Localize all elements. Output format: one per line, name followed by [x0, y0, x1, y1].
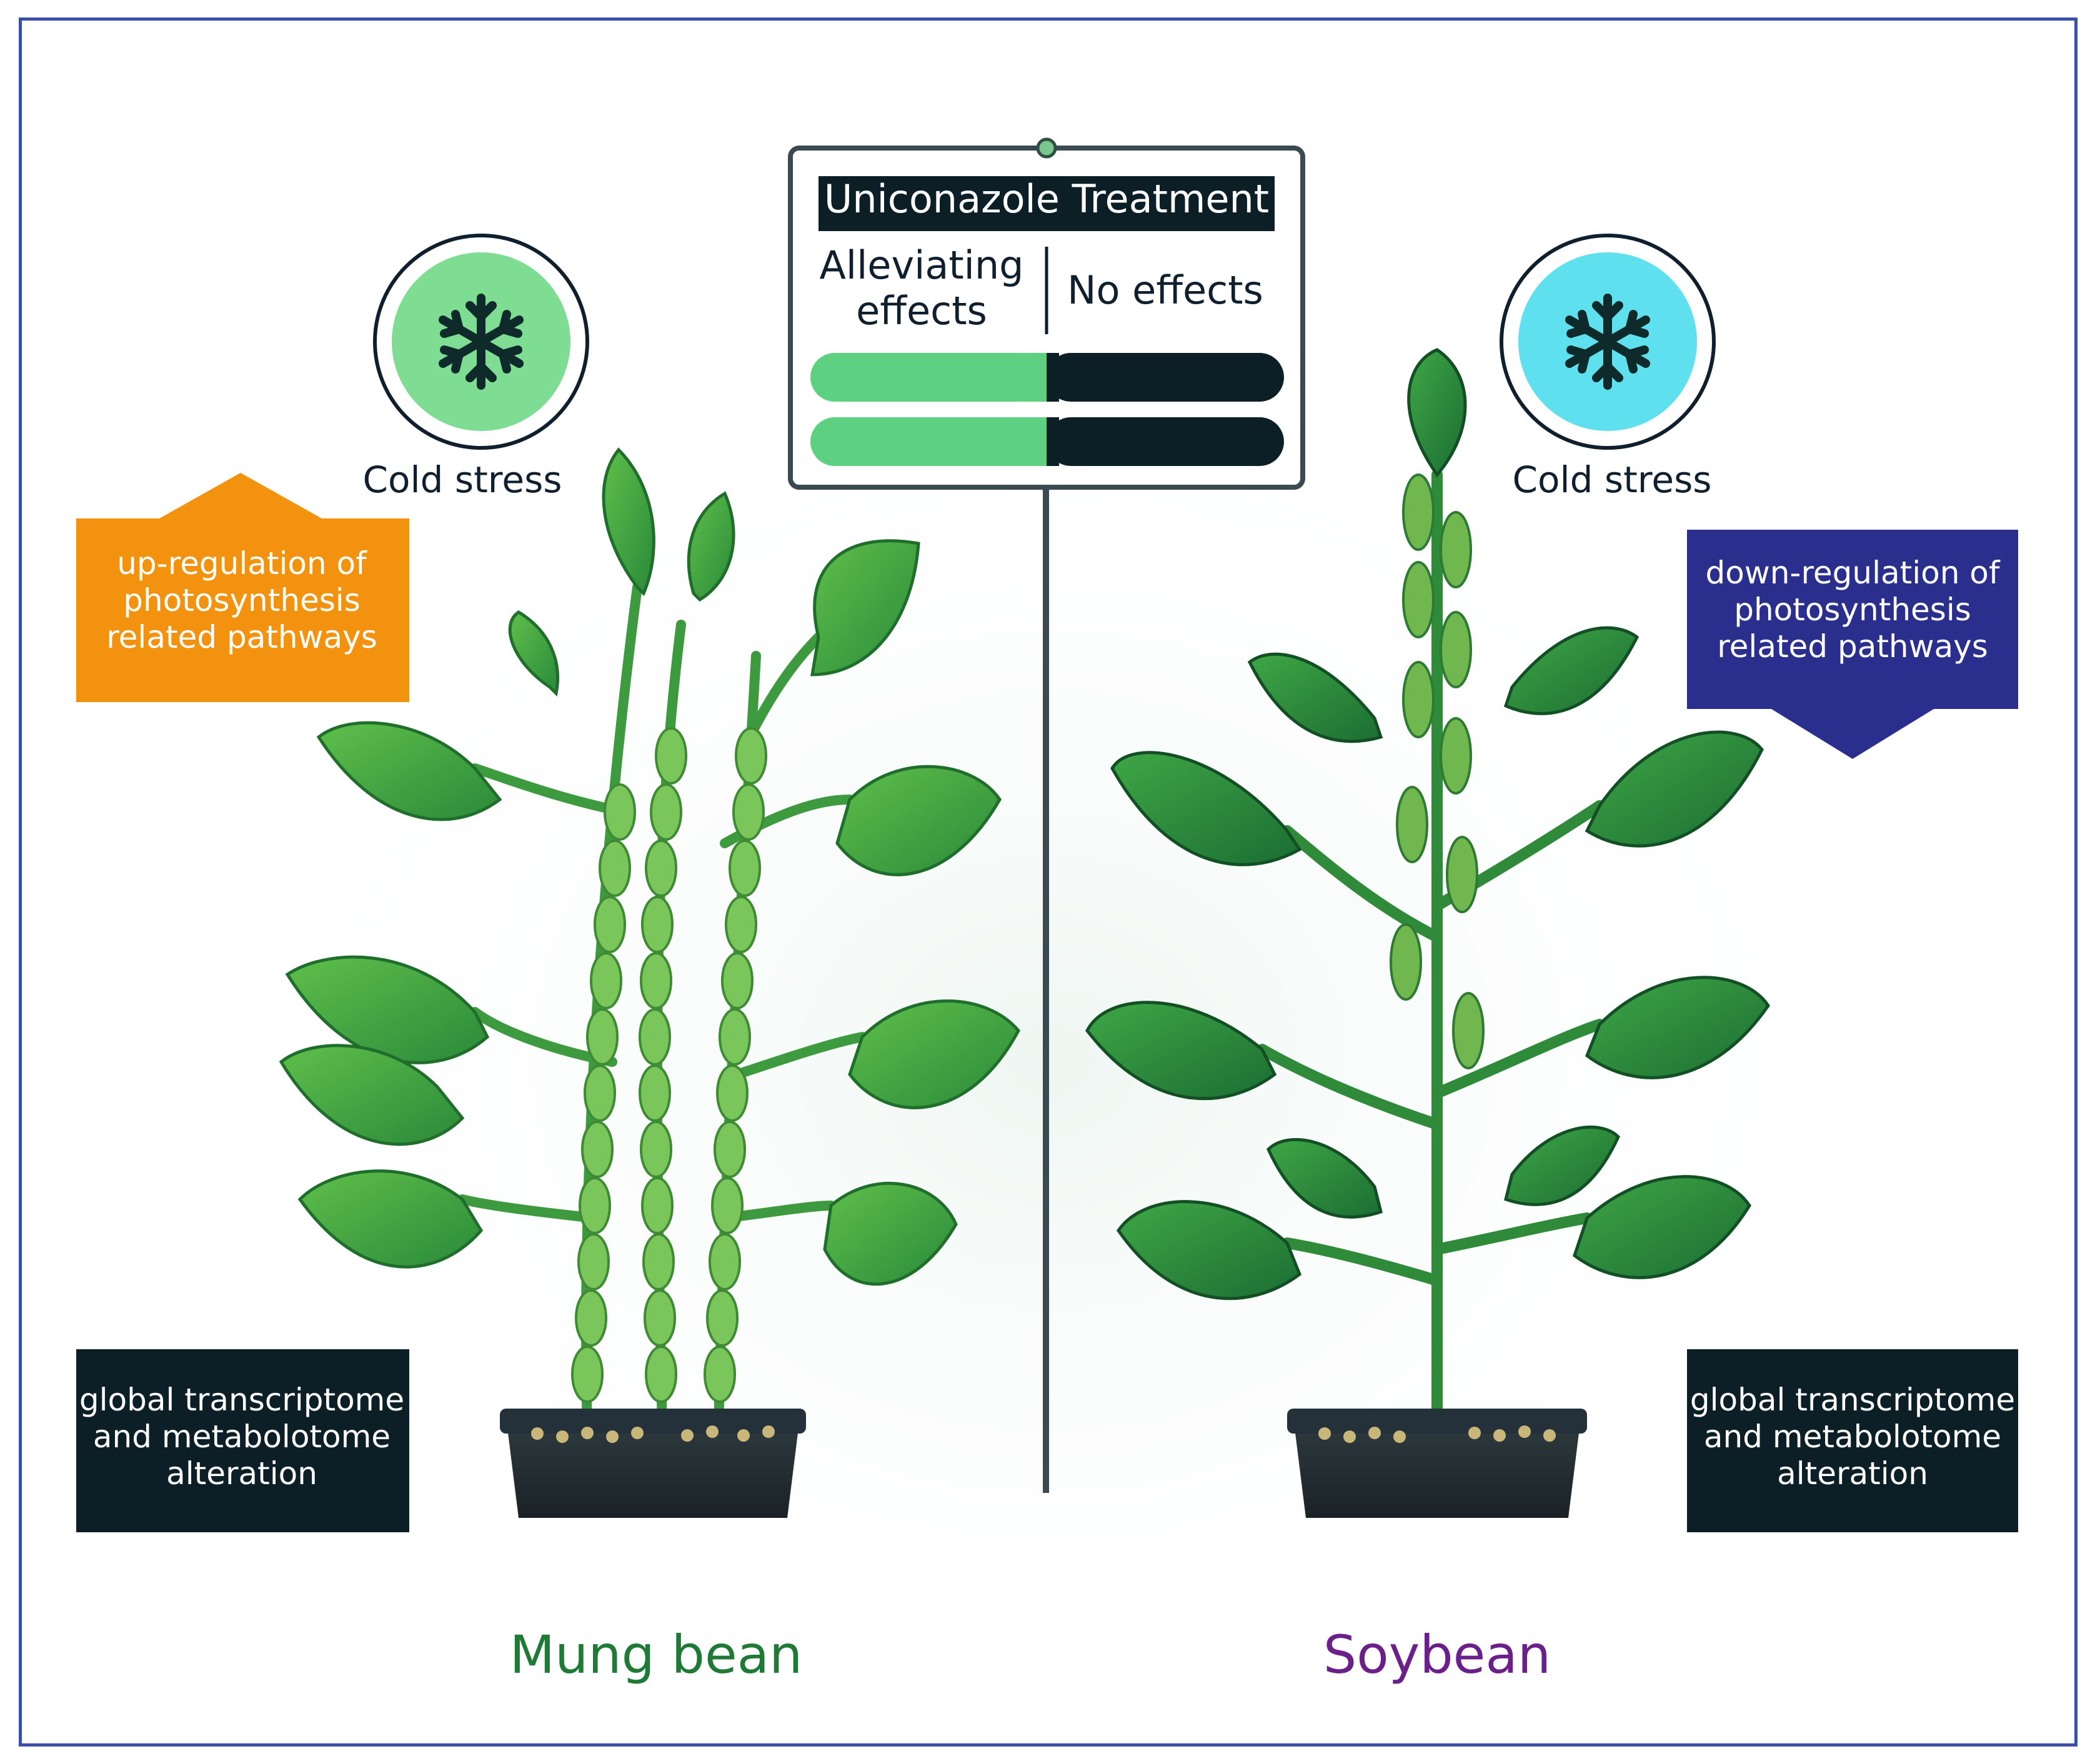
- cold-stress-label-left: Cold stress: [362, 458, 562, 501]
- cold-stress-badge-left: [373, 234, 589, 450]
- soybean-plant: [1085, 348, 1771, 1518]
- no-effects-label: No effects: [1067, 267, 1263, 313]
- down-regulation-callout: [1687, 530, 2018, 759]
- no-effect-bar-1: [1047, 353, 1284, 402]
- cold-stress-badge-right: [1500, 234, 1716, 450]
- alleviating-effects-label: Alleviating effects: [819, 242, 1024, 334]
- alleviating-bar-2: [810, 417, 1047, 466]
- sign-pole: [1043, 487, 1049, 1493]
- figure-border: [19, 17, 2078, 1747]
- treatment-sign: [788, 137, 1305, 490]
- alleviating-bar-1: [810, 353, 1047, 402]
- mung-omics-box: [76, 1349, 409, 1532]
- no-effect-bar-2: [1047, 417, 1284, 466]
- mung-bean-plant: [279, 447, 1020, 1518]
- up-regulation-text: up-regulation of photosynthesis related …: [106, 545, 377, 655]
- mung-omics-text: global transcriptome and metabolotome al…: [79, 1382, 405, 1492]
- soy-omics-box: [1687, 1349, 2018, 1532]
- soybean-label: Soybean: [1323, 1624, 1551, 1685]
- soy-omics-text: global transcriptome and metabolotome al…: [1689, 1382, 2016, 1492]
- up-regulation-callout: [76, 473, 409, 702]
- treatment-title: Uniconazole Treatment: [824, 176, 1270, 222]
- cold-stress-label-right: Cold stress: [1512, 458, 1712, 501]
- mung-bean-label: Mung bean: [509, 1624, 803, 1685]
- down-regulation-text: down-regulation of photosynthesis relate…: [1705, 555, 2000, 665]
